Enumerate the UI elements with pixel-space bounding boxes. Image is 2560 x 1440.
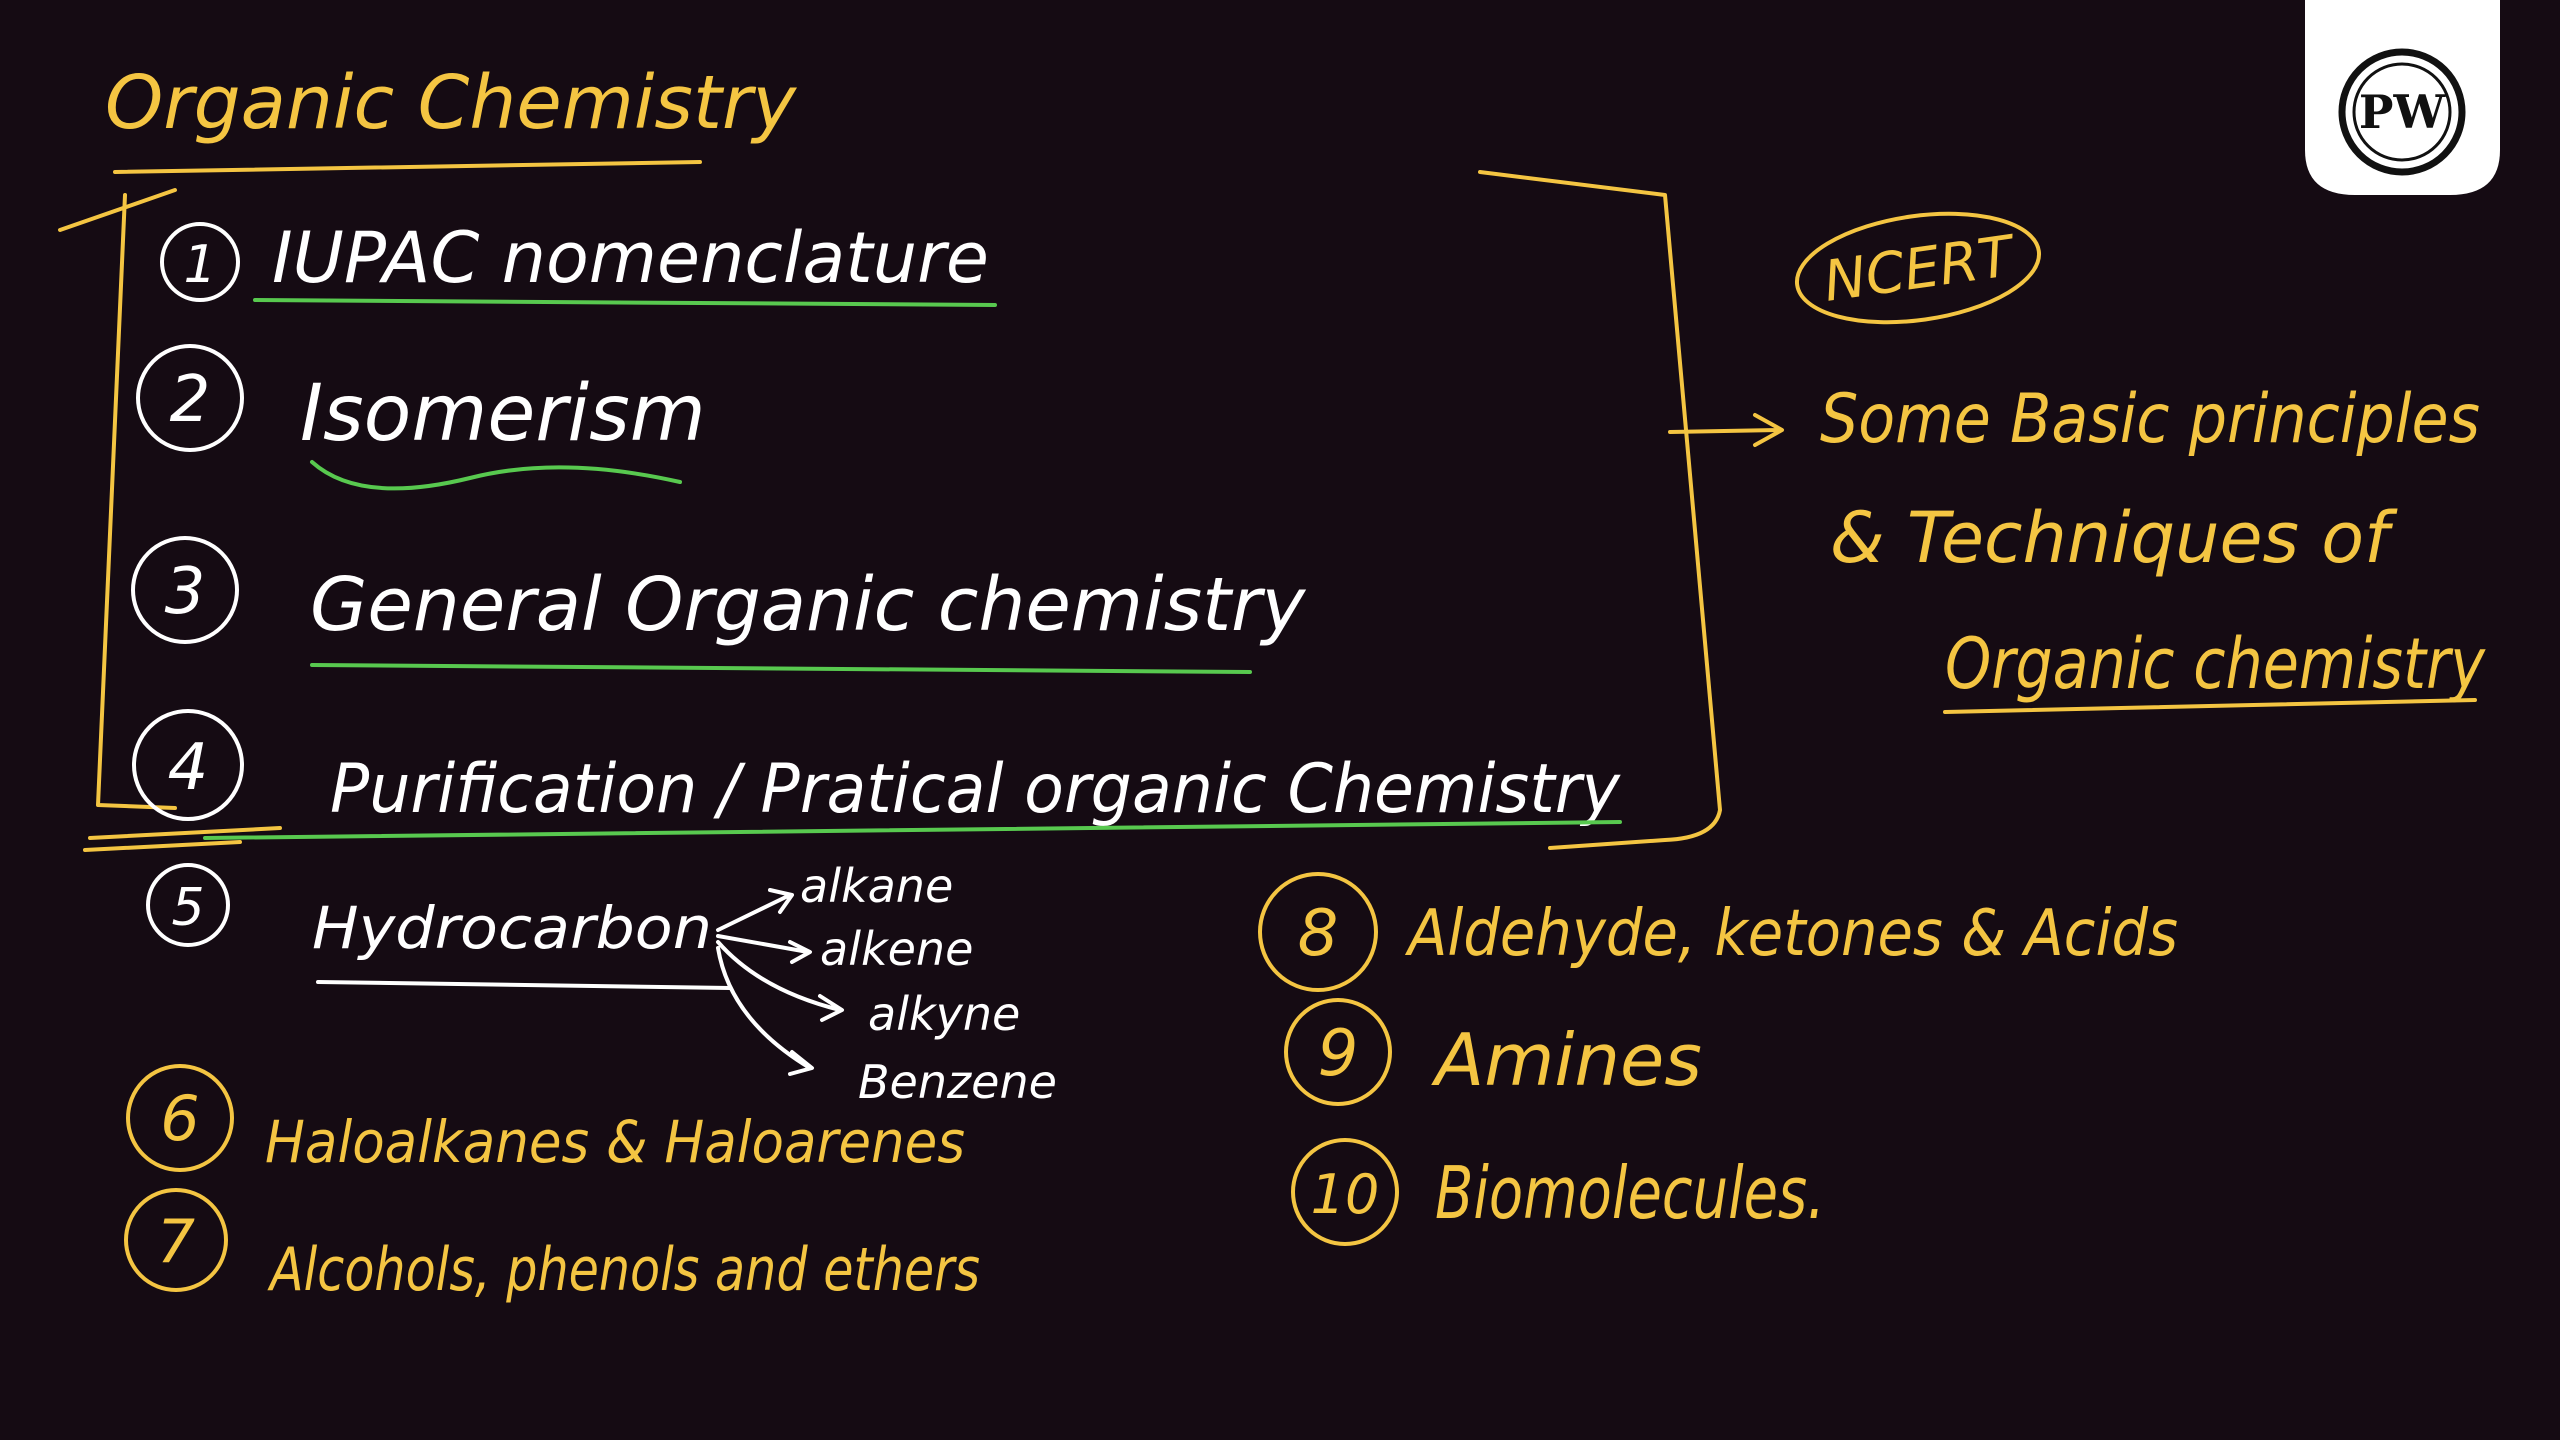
topic-10-label: Biomolecules. bbox=[1435, 1151, 1825, 1235]
topic-8-number: 8 bbox=[1298, 897, 1339, 971]
topic-4-underline bbox=[203, 820, 1622, 840]
topics-box-left bbox=[58, 188, 177, 810]
arrow-to-chapter bbox=[1668, 413, 1784, 447]
topic-2-underline bbox=[310, 460, 682, 491]
branch-benzene: Benzene bbox=[858, 1055, 1057, 1109]
branch-alkene: alkene bbox=[820, 922, 973, 976]
topic-10-number: 10 bbox=[1311, 1163, 1380, 1226]
topic-3-underline bbox=[310, 663, 1252, 674]
topic-10-number-circle bbox=[1291, 1138, 1399, 1246]
topic-6-number: 6 bbox=[160, 1082, 199, 1155]
topic-2-label: Isomerism bbox=[300, 369, 706, 459]
topic-6-label: Haloalkanes & Haloarenes bbox=[265, 1108, 965, 1176]
topics-box-right bbox=[1478, 170, 1722, 850]
page-title: Organic Chemistry bbox=[105, 60, 797, 146]
title-underline bbox=[113, 160, 702, 174]
topic-8-label: Aldehyde, ketones & Acids bbox=[1404, 897, 2178, 971]
topic-3-label: General Organic chemistry bbox=[310, 562, 1307, 648]
topic-9-number: 9 bbox=[1318, 1017, 1359, 1091]
ncert-tag-oval bbox=[1794, 211, 2042, 325]
topic-9-label: Amines bbox=[1431, 1018, 1702, 1102]
pw-logo: PW bbox=[2305, 0, 2500, 195]
topic-4-label: Purification / Pratical organic Chemistr… bbox=[330, 750, 1621, 829]
topic-8-number-circle bbox=[1258, 872, 1378, 992]
topic-4-number: 4 bbox=[168, 731, 209, 805]
ncert-chapter-line-3: Organic chemistry bbox=[1945, 623, 2486, 705]
topic-2-number: 2 bbox=[170, 363, 211, 437]
ncert-chapter-line-1: Some Basic principles bbox=[1820, 380, 2480, 459]
topic-3-number: 3 bbox=[165, 555, 206, 629]
topic-1-number: 1 bbox=[183, 235, 216, 295]
box-bottom-strokes bbox=[83, 826, 282, 852]
topic-1-number-circle bbox=[160, 222, 240, 302]
topic-7-label: Alcohols, phenols and ethers bbox=[267, 1235, 980, 1305]
topic-1-underline bbox=[253, 298, 997, 307]
topic-4-number-circle bbox=[132, 709, 244, 821]
topic-5-underline bbox=[316, 980, 732, 990]
branch-alkyne: alkyne bbox=[868, 987, 1020, 1041]
hydrocarbon-branch-arrows bbox=[716, 888, 844, 1076]
pw-logo-text: PW bbox=[2359, 85, 2447, 139]
ncert-chapter-underline bbox=[1943, 698, 2477, 714]
topic-3-number-circle bbox=[131, 536, 239, 644]
topic-7-number: 7 bbox=[157, 1207, 195, 1277]
topic-1-label: IUPAC nomenclature bbox=[272, 217, 989, 299]
branch-alkane: alkane bbox=[800, 859, 953, 913]
ncert-chapter-line-2: & Techniques of bbox=[1830, 497, 2398, 579]
topic-9-number-circle bbox=[1284, 998, 1392, 1106]
topic-5-number-circle bbox=[146, 863, 230, 947]
topic-5-number: 5 bbox=[171, 878, 204, 938]
topic-5-label: Hydrocarbon bbox=[312, 894, 712, 962]
topic-6-number-circle bbox=[126, 1064, 234, 1172]
topic-7-number-circle bbox=[124, 1188, 228, 1292]
topic-2-number-circle bbox=[136, 344, 244, 452]
